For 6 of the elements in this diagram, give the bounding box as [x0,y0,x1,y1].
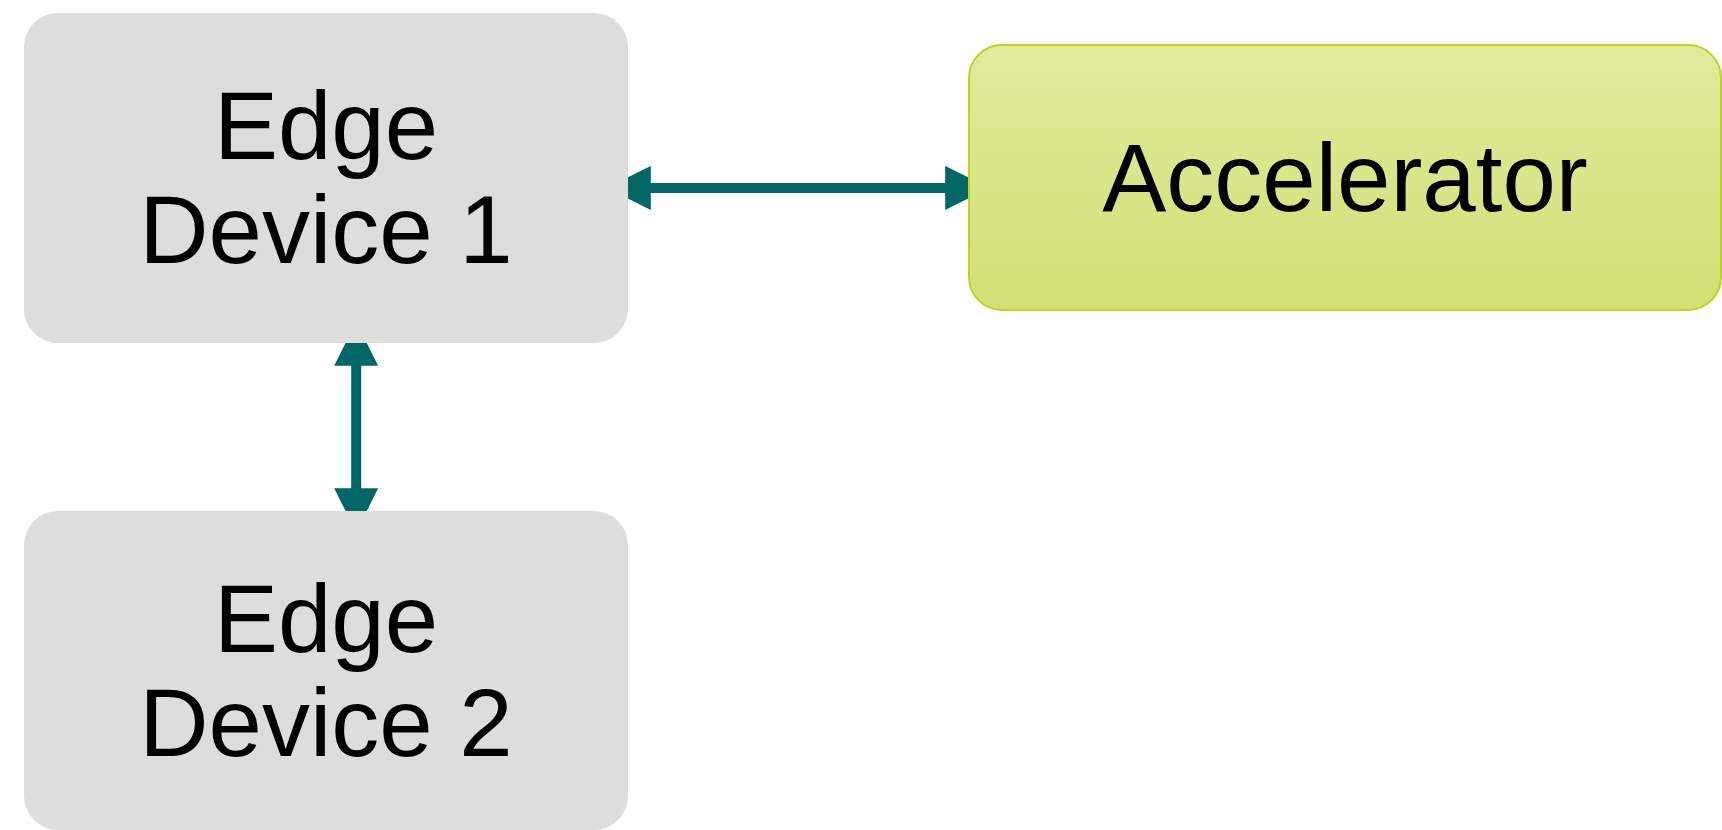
node-label: Accelerator [1102,125,1588,230]
accelerator-box [968,44,1722,311]
node-label: Edge Device 1 [138,74,514,282]
node-label: Edge Device 2 [138,566,514,775]
device-box [24,13,628,343]
device-box [24,511,628,830]
